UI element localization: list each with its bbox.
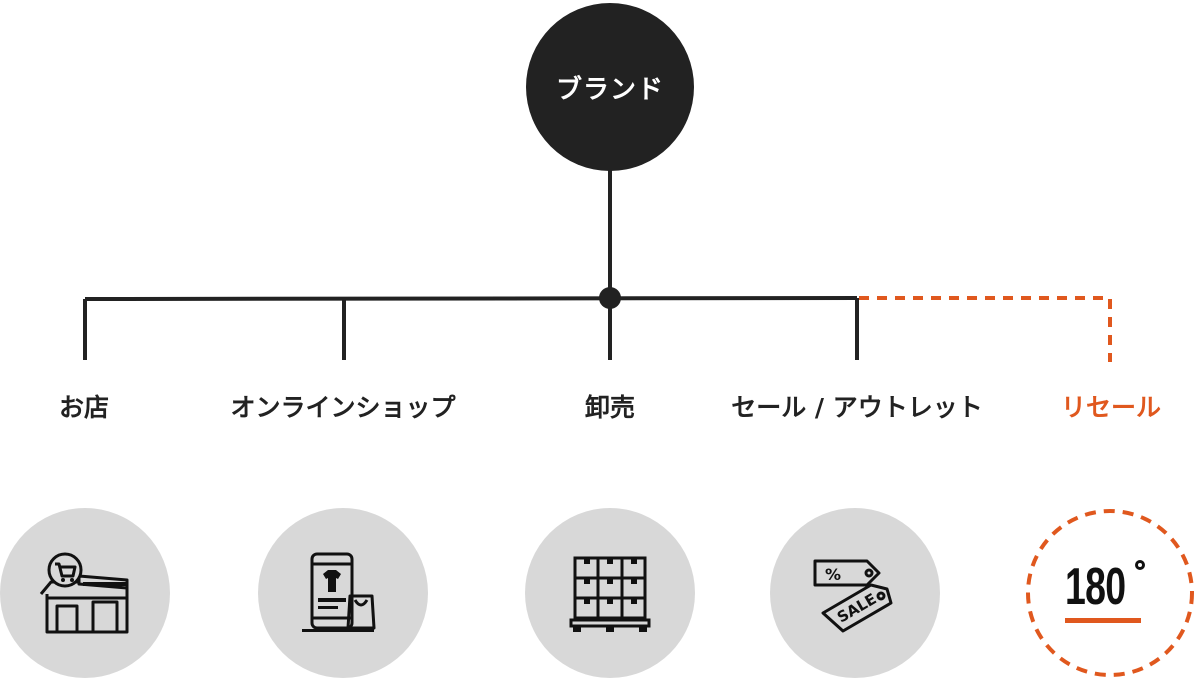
store-icon-circle xyxy=(0,508,170,678)
pallet-boxes-icon xyxy=(569,556,651,632)
resale-logo-text: 180 xyxy=(1065,558,1126,616)
branch-label-online: オンラインショップ xyxy=(230,393,456,422)
branch-connector-resale xyxy=(859,296,1112,362)
sale-tag-icon: % SALE xyxy=(813,559,893,633)
branch-label-store: お店 xyxy=(58,393,110,422)
resale-dashed-ring xyxy=(1026,509,1194,677)
branch-label-sale: セール / アウトレット xyxy=(731,393,983,422)
root-node: ブランド xyxy=(526,3,694,171)
storefront-cart-icon xyxy=(39,552,129,634)
branch-label-resale: リセール xyxy=(1060,393,1162,422)
smartphone-shopping-icon xyxy=(302,552,376,632)
resale-logo-underline xyxy=(1065,618,1141,623)
wholesale-icon-circle xyxy=(525,508,695,678)
svg-text:SALE: SALE xyxy=(834,590,880,627)
online-icon-circle xyxy=(258,508,428,678)
svg-text:%: % xyxy=(825,565,841,584)
root-label: ブランド xyxy=(555,74,664,105)
sale-icon-circle: % SALE xyxy=(770,508,940,678)
branch-label-wholesale: 卸売 xyxy=(584,393,636,422)
resale-icon-circle: 180 xyxy=(1025,508,1195,678)
resale-degree-mark xyxy=(1135,560,1145,570)
horizontal-bus xyxy=(84,296,858,301)
resale-180-logo: 180 xyxy=(1025,508,1195,678)
